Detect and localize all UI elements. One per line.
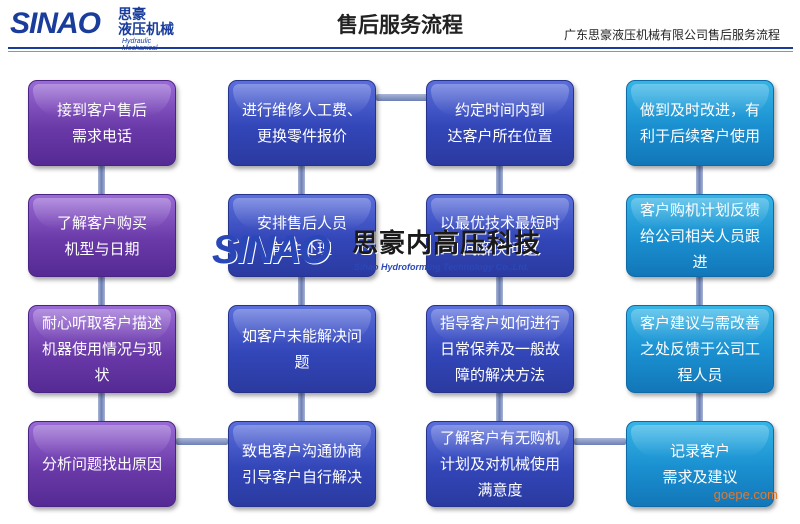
connector [376, 94, 428, 101]
connector [298, 392, 305, 422]
connector [574, 438, 626, 445]
step-analyze-cause: 分析问题找出原因 [28, 421, 176, 507]
watermark-text-cn: 思豪内高压科技 [352, 229, 542, 259]
step-repair-quote: 进行维修人工费、 更换零件报价 [228, 80, 376, 166]
step-text: 如客户未能解决问 题 [241, 327, 362, 371]
header-divider [8, 47, 793, 49]
step-satisfaction: 了解客户有无购机 计划及对机械使用 满意度 [426, 421, 574, 507]
connector [696, 392, 703, 422]
connector [496, 392, 503, 422]
watermark-text-en: SINAO [212, 228, 331, 272]
step-maintenance-guide: 指导客户如何进行 日常保养及一般故 障的解决方法 [426, 305, 574, 393]
step-text: 了解客户购买 机型与日期 [56, 213, 147, 258]
site-watermark: goepe.com [713, 487, 778, 502]
company-logo: SINAO 思豪 液压机械 Hydraulic Mechanical [10, 4, 185, 52]
page-title: 售后服务流程 [337, 13, 463, 37]
step-text: 指导客户如何进行 日常保养及一般故 障的解决方法 [439, 314, 560, 384]
connector [298, 276, 305, 306]
step-text: 客户建议与需改善 之处反馈于公司工 程人员 [639, 314, 760, 384]
connector [98, 392, 105, 422]
step-text: 记录客户 需求及建议 [662, 442, 738, 486]
step-text: 做到及时改进，有 利于后续客户使用 [639, 101, 760, 145]
step-confirm-model: 了解客户购买 机型与日期 [28, 194, 176, 277]
step-text: 致电客户沟通协商 引导客户自行解决 [241, 442, 362, 486]
company-process-title: 广东思豪液压机械有限公司售后服务流程 [563, 28, 780, 42]
step-purchase-feedback: 客户购机计划反馈 给公司相关人员跟 进 [626, 194, 774, 277]
watermark-logo: SINAO 思豪内高压科技 Sihao Hydroforming Technol… [212, 226, 592, 282]
connector [496, 276, 503, 306]
step-fast-fix: 以最优技术最短时 间解决问题 [426, 194, 574, 277]
step-text: 以最优技术最短时 间解决问题 [439, 213, 560, 258]
step-text: 客户购机计划反馈 给公司相关人员跟 进 [639, 200, 760, 271]
logo-chinese: 思豪 液压机械 [118, 7, 174, 38]
connector [696, 165, 703, 195]
logo-text: SINAO [10, 7, 101, 40]
header-divider-thin [8, 51, 793, 52]
connector [298, 165, 305, 195]
step-call-guide: 致电客户沟通协商 引导客户自行解决 [228, 421, 376, 507]
watermark-subtitle: Sihao Hydroforming Technology Co.,Ltd. [354, 262, 530, 272]
connector [98, 165, 105, 195]
step-text: 进行维修人工费、 更换零件报价 [241, 101, 362, 145]
step-receive-call: 接到客户售后 需求电话 [28, 80, 176, 166]
step-arrive-onsite: 约定时间内到 达客户所在位置 [426, 80, 574, 166]
step-text: 约定时间内到 达客户所在位置 [447, 101, 553, 145]
header: SINAO 思豪 液压机械 Hydraulic Mechanical 售后服务流… [0, 0, 800, 56]
step-suggestion-feedback: 客户建议与需改善 之处反馈于公司工 程人员 [626, 305, 774, 393]
connector [496, 165, 503, 195]
step-dispatch-staff: 安排售后人员 前往处理 [228, 194, 376, 277]
step-text: 耐心听取客户描述 机器使用情况与现 状 [41, 314, 162, 384]
step-text: 安排售后人员 前往处理 [256, 213, 347, 258]
step-text: 分析问题找出原因 [41, 455, 162, 473]
connector [176, 438, 228, 445]
step-listen-description: 耐心听取客户描述 机器使用情况与现 状 [28, 305, 176, 393]
step-improve: 做到及时改进，有 利于后续客户使用 [626, 80, 774, 166]
step-text: 了解客户有无购机 计划及对机械使用 满意度 [439, 429, 560, 499]
step-record-needs: 记录客户 需求及建议 [626, 421, 774, 507]
connector [696, 276, 703, 306]
step-unresolved: 如客户未能解决问 题 [228, 305, 376, 393]
step-text: 接到客户售后 需求电话 [56, 101, 147, 145]
connector [98, 276, 105, 306]
